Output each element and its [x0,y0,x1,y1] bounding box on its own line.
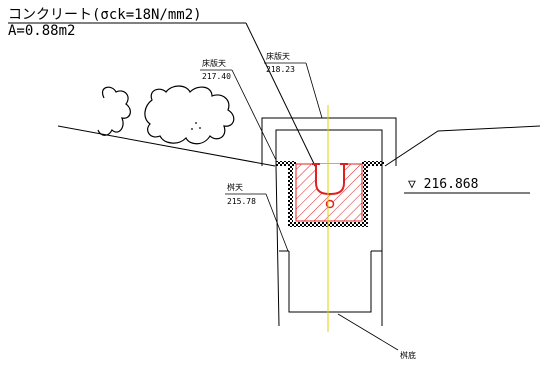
slab-inner-outline [275,129,383,166]
slab-top-outer-leader [305,62,323,119]
concrete-leader-line [245,22,319,173]
basin-inner [288,251,372,313]
shrub-dots [191,122,201,130]
basin-outer [275,165,280,327]
ground-line-left [57,125,276,167]
gravel-top-right [362,161,384,166]
slab-top-outer-value: 218.23 [266,65,295,74]
basin-top-title: 桝天 [227,182,243,192]
shrub-left [97,86,131,136]
shrub-right [144,85,235,145]
slab-outline [261,117,397,166]
basin-bottom-leader [337,313,399,351]
basin-bottom-title: 桝底 [400,350,416,360]
water-level-label: ▽ 216.868 [408,177,478,192]
gravel-right [363,166,368,226]
slab-top-inner-title: 床版天 [202,58,226,68]
slab-top-outer-title: 床版天 [266,51,290,61]
slab-top-inner-value: 217.40 [202,72,231,81]
basin-top-leader [265,193,289,252]
basin-top-value: 215.78 [227,197,256,206]
u-gutter [315,164,345,196]
ground-line-right [384,125,541,167]
slab-top-inner-leader [231,69,277,161]
gravel-left [288,166,293,226]
area-label: A=0.88m2 [8,23,75,39]
concrete-spec-label: コンクリート(σck=18N/mm2) [8,7,202,23]
gravel-top-left [276,161,296,166]
